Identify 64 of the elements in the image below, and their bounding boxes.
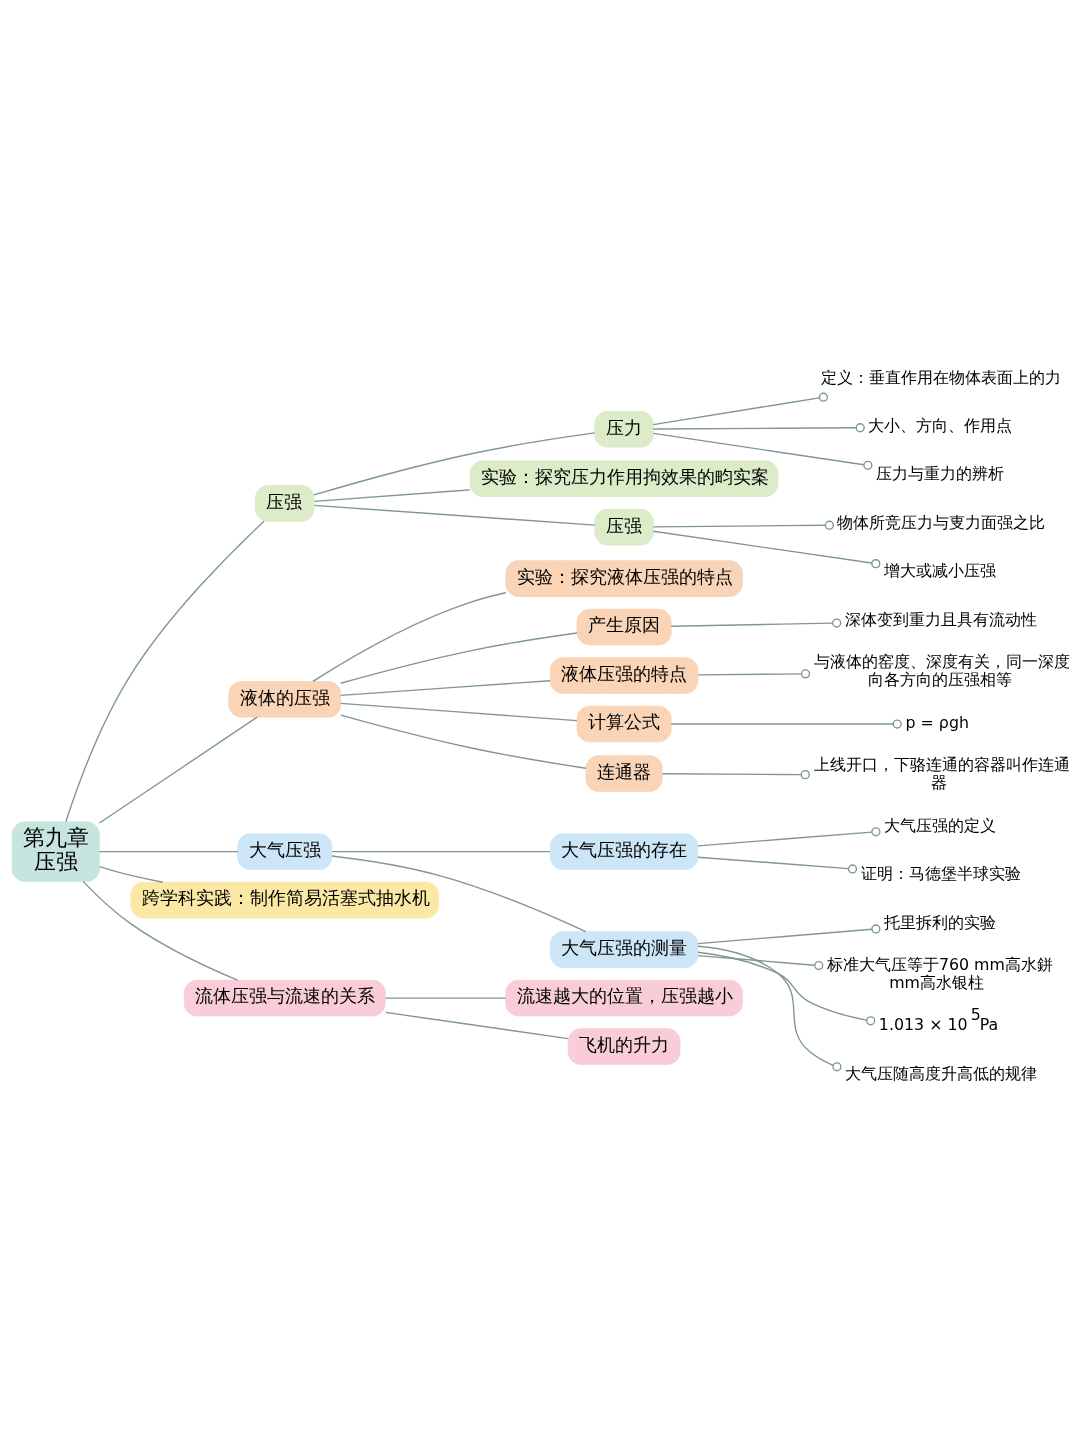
connector — [652, 432, 873, 470]
connector — [340, 713, 587, 769]
connector — [384, 996, 507, 999]
node-box: 实验：探究压力作用拘效果的畇实案 — [469, 459, 779, 497]
connector — [697, 923, 881, 944]
node-text: 压力与重力的辨析 — [875, 463, 1004, 483]
node-box: 流速越大的位置，压强越小 — [505, 979, 743, 1016]
node-box: 大气压强的存在 — [549, 832, 699, 870]
node-text: 深体变到重力且具有流动性 — [844, 609, 1037, 629]
node-box: 大气压强的测量 — [549, 930, 699, 968]
node-box: 液体压强的特点 — [549, 656, 699, 694]
connector — [652, 520, 835, 530]
connector — [661, 769, 810, 779]
node-text: 标准大气压等于760 mm高水鉼 mm高水银柱 — [826, 954, 1053, 992]
node-text: 上线开口，下骆连通的容器叫作连通器 — [813, 754, 1070, 792]
connector — [652, 530, 881, 568]
connector — [697, 826, 881, 847]
connector — [697, 668, 811, 678]
node-box: 压力 — [594, 410, 654, 448]
node-text: 大气压强的定义 — [883, 815, 996, 835]
node-text: 大小、方向、作用点 — [868, 415, 1013, 435]
node-box: 流体压强与流速的关系 — [183, 979, 386, 1016]
node-text: 与液体的窑度、深度有关，同一深度向各方向的压强相等 — [813, 651, 1070, 689]
node-text: 定义：垂直作用在物体表面上的力 — [821, 367, 1062, 387]
connector — [98, 850, 239, 852]
connector — [697, 856, 858, 874]
connector — [98, 865, 164, 883]
connector — [697, 945, 842, 1071]
connector — [652, 392, 828, 425]
connector — [313, 488, 471, 502]
node-box: 压强 — [255, 484, 315, 522]
node-box: 飞机的升力 — [567, 1027, 681, 1065]
connector — [340, 702, 578, 721]
node-box: 第九章 压强 — [11, 820, 100, 882]
connector — [652, 422, 865, 432]
node-text: 大气压随高度升高低的规律 — [844, 1063, 1037, 1083]
node-text: 证明：马德堡半球实验 — [860, 863, 1021, 883]
connector — [82, 880, 239, 981]
node-box: 压强 — [594, 508, 654, 545]
node-box: 实验：探究液体压强的特点 — [505, 559, 743, 597]
node-box: 大气压强 — [237, 832, 333, 870]
connector — [98, 715, 258, 824]
connector — [384, 1011, 569, 1039]
node-box: 产生原因 — [576, 608, 672, 645]
connector — [340, 679, 551, 696]
node-text: 增大或减小压强 — [883, 560, 996, 580]
connector — [697, 954, 824, 970]
connector — [313, 431, 596, 496]
connector — [313, 504, 596, 526]
connector — [65, 520, 265, 822]
connector — [331, 854, 587, 932]
node-text: 托里拆利的实验 — [883, 912, 996, 932]
node-box: 跨学科实践：制作简易活塞式抽水机 — [130, 881, 440, 918]
connector — [670, 617, 842, 628]
node-text: 物体所竞压力与叓力面强之比 — [837, 512, 1046, 532]
connector — [670, 718, 902, 729]
node-box: 计算公式 — [576, 705, 672, 742]
node-box: 液体的压强 — [228, 680, 342, 718]
connector — [331, 850, 551, 852]
node-box: 连通器 — [585, 754, 663, 792]
connector — [312, 591, 507, 682]
connector — [340, 631, 578, 684]
connector — [697, 951, 876, 1025]
node-text: p = ρgh — [905, 712, 969, 732]
